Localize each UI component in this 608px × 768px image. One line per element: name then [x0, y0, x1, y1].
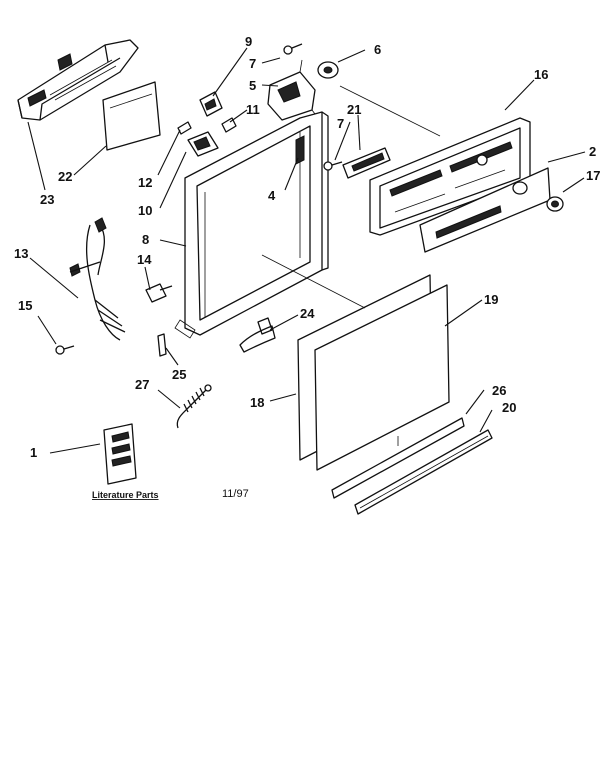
callout-11: 11: [246, 102, 260, 117]
literature-parts-caption: Literature Parts: [92, 490, 159, 500]
callout-2: 2: [589, 144, 596, 159]
callout-labels: 1 2 4 5 6 7 7 8 9 10 11 12 13 14 15 16 1…: [14, 34, 600, 460]
part-screw-11: [221, 117, 237, 133]
callout-10: 10: [138, 203, 152, 218]
leader-lines: [27, 47, 586, 454]
callout-17: 17: [586, 168, 600, 183]
date-code: 11/97: [222, 488, 249, 500]
callout-7-side: 7: [337, 116, 344, 131]
callout-14: 14: [137, 252, 152, 267]
callout-12: 12: [138, 175, 152, 190]
part-screw-12: [177, 121, 192, 135]
part-literature-packet: [103, 423, 137, 485]
part-button-pad-21: [342, 147, 391, 179]
callout-5: 5: [249, 78, 256, 93]
callout-27: 27: [135, 377, 149, 392]
part-screw-7-side: [323, 161, 343, 171]
part-connector-14: [145, 283, 173, 303]
callout-13: 13: [14, 246, 28, 261]
part-switch-assembly: [267, 59, 319, 121]
part-spring-clip-25: [157, 333, 167, 357]
callout-9: 9: [245, 34, 252, 49]
part-hinge-spring: [176, 384, 212, 429]
part-hinge-clip: [199, 91, 223, 117]
part-insulation-pad: [102, 81, 161, 151]
callout-23: 23: [40, 192, 54, 207]
callout-4: 4: [268, 188, 276, 203]
callout-21: 21: [347, 102, 361, 117]
part-knob-17: [546, 196, 564, 212]
callout-18: 18: [250, 395, 264, 410]
part-wire-harness: [69, 217, 126, 341]
part-screw-15: [55, 345, 75, 355]
part-knob-6: [317, 61, 339, 79]
callout-26: 26: [492, 383, 506, 398]
part-cable-clamp-24: [239, 317, 276, 353]
callout-20: 20: [502, 400, 516, 415]
callout-24: 24: [300, 306, 315, 321]
callout-15: 15: [18, 298, 32, 313]
callout-22: 22: [58, 169, 72, 184]
assembly-lines: [261, 85, 441, 309]
part-bracket-assembly: [17, 39, 139, 121]
callout-25: 25: [172, 367, 186, 382]
part-inner-door-frame: [174, 111, 329, 339]
callout-8: 8: [142, 232, 149, 247]
callout-16: 16: [534, 67, 548, 82]
callout-19: 19: [484, 292, 498, 307]
part-door-panel-19: [314, 284, 450, 471]
callout-7-top: 7: [249, 56, 256, 71]
callout-1: 1: [30, 445, 37, 460]
part-latch-block: [187, 131, 219, 157]
part-console-panel-16: [369, 117, 531, 236]
part-trim-26: [331, 417, 465, 499]
callout-6: 6: [374, 42, 381, 57]
part-trim-20: [354, 429, 493, 515]
part-screw-7-top: [283, 43, 303, 55]
